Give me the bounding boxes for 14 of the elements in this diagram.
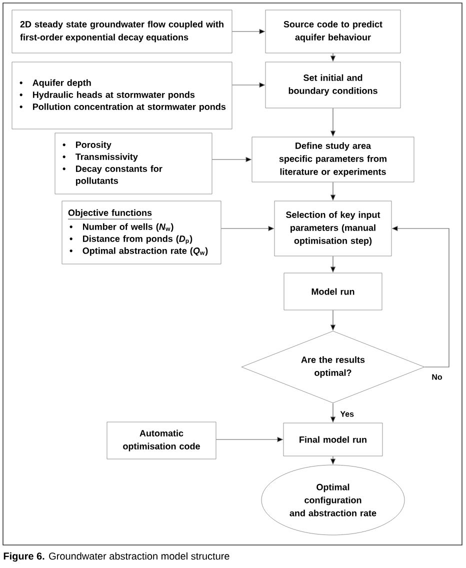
input-list-box: Porosity Transmissivity Decay constants for pollutants bbox=[54, 132, 212, 194]
process-box: Automatic optimisation code bbox=[106, 422, 216, 460]
process-box: Set initial and boundary conditions bbox=[265, 62, 401, 108]
process-box: Final model run bbox=[283, 422, 383, 456]
process-box: Model run bbox=[284, 272, 382, 310]
edge-label: No bbox=[432, 374, 442, 380]
process-box: Selection of key input parameters (manual optimisation step) bbox=[274, 200, 392, 256]
process-box: 2D steady state groundwater flow coupled with first-order exponential decay equations bbox=[12, 10, 232, 54]
input-list-box: Objective functions Number of wells (N$_{w}$) Distance from ponds (D$_{p}$) Optimal abstraction rate (Q$_{w}$) bbox=[62, 200, 222, 264]
process-box: Source code to predict aquifer behaviour bbox=[265, 10, 401, 54]
figure-caption: Figure 6. Groundwater abstraction model structure bbox=[4, 552, 230, 562]
edge-label: Yes bbox=[340, 411, 354, 417]
process-box: Define study area specific parameters from literature or experiments bbox=[252, 136, 414, 182]
input-list-box: Aquifer depth Hydraulic heads at stormwater ponds Pollution concentration at stormwater ponds bbox=[12, 62, 232, 130]
